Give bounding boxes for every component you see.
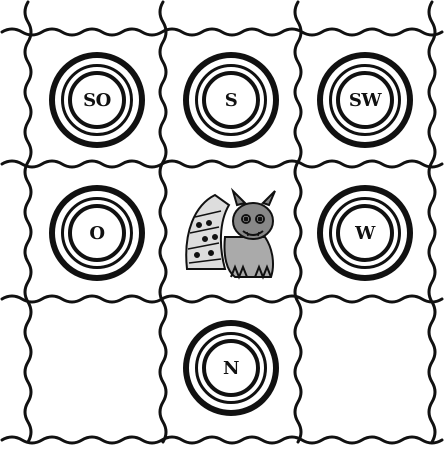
cell-r2-c2-empty[interactable] [300, 303, 430, 433]
cell-r0-c0[interactable]: SO [32, 35, 162, 165]
cell-r0-c1[interactable]: S [166, 35, 296, 165]
token-s[interactable]: S [183, 52, 279, 148]
cell-r1-c0[interactable]: O [32, 168, 162, 298]
token-label: SW [349, 90, 381, 111]
cell-r2-c0-empty[interactable] [32, 303, 162, 433]
token-n[interactable]: N [183, 320, 279, 416]
token-o[interactable]: O [49, 185, 145, 281]
cell-r2-c1[interactable]: N [166, 303, 296, 433]
token-label: O [89, 223, 104, 244]
token-w[interactable]: W [317, 185, 413, 281]
token-sw[interactable]: SW [317, 52, 413, 148]
token-label: SO [83, 90, 111, 111]
token-label: N [223, 358, 239, 379]
cell-r0-c2[interactable]: SW [300, 35, 430, 165]
token-label: S [225, 90, 238, 111]
gargoyle-icon [175, 177, 287, 289]
cell-r1-c1[interactable] [166, 168, 296, 298]
cell-r1-c2[interactable]: W [300, 168, 430, 298]
token-label: W [355, 223, 375, 244]
token-so[interactable]: SO [49, 52, 145, 148]
